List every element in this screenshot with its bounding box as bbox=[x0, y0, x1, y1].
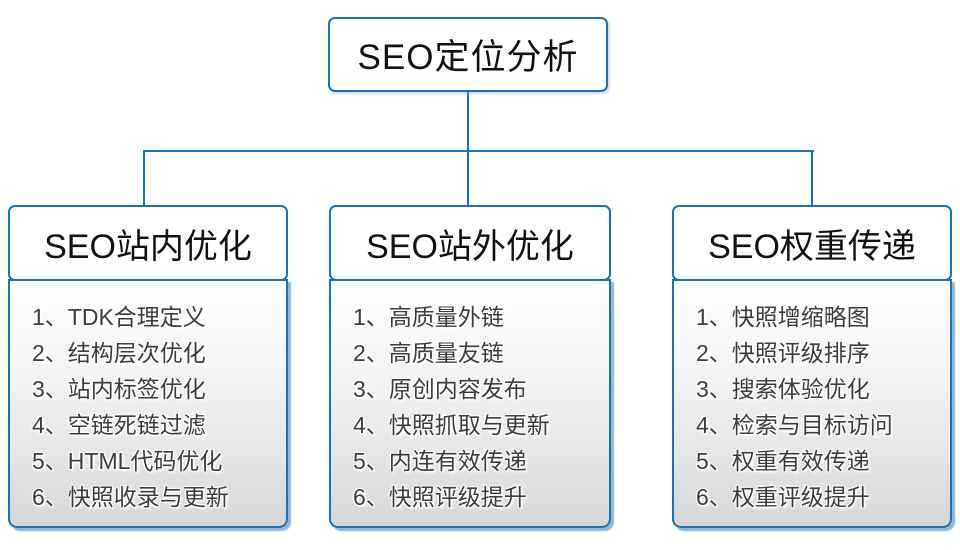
list-item: 2、结构层次优化 bbox=[32, 340, 206, 366]
branch-title-onsite: SEO站内优化 bbox=[8, 205, 288, 281]
list-item: 2、快照评级排序 bbox=[696, 340, 870, 366]
connector-root-vertical bbox=[467, 92, 469, 151]
branch-panel-offsite: 1、高质量外链 2、高质量友链 3、原创内容发布 4、快照抓取与更新 5、内连有… bbox=[329, 279, 611, 528]
branch-title-offsite: SEO站外优化 bbox=[329, 205, 611, 281]
branch-title-label: SEO站内优化 bbox=[44, 227, 252, 266]
branch-list-offsite: 1、高质量外链 2、高质量友链 3、原创内容发布 4、快照抓取与更新 5、内连有… bbox=[331, 281, 609, 515]
root-node-title: SEO定位分析 bbox=[357, 38, 579, 77]
list-item: 6、快照收录与更新 bbox=[32, 484, 229, 510]
list-item: 2、高质量友链 bbox=[353, 340, 504, 366]
list-item: 3、站内标签优化 bbox=[32, 376, 206, 402]
branch-title-weight: SEO权重传递 bbox=[672, 205, 952, 281]
list-item: 1、快照增缩略图 bbox=[696, 304, 870, 330]
list-item: 6、快照评级提升 bbox=[353, 484, 527, 510]
connector-horizontal-bus bbox=[143, 150, 814, 152]
list-item: 4、检索与目标访问 bbox=[696, 412, 893, 438]
branch-title-label: SEO权重传递 bbox=[708, 227, 916, 266]
list-item: 4、快照抓取与更新 bbox=[353, 412, 550, 438]
connector-drop-right bbox=[811, 150, 813, 206]
list-item: 5、权重有效传递 bbox=[696, 448, 870, 474]
branch-title-label: SEO站外优化 bbox=[366, 227, 574, 266]
list-item: 5、HTML代码优化 bbox=[32, 448, 223, 474]
list-item: 3、原创内容发布 bbox=[353, 376, 527, 402]
branch-panel-weight: 1、快照增缩略图 2、快照评级排序 3、搜索体验优化 4、检索与目标访问 5、权… bbox=[672, 279, 952, 528]
list-item: 6、权重评级提升 bbox=[696, 484, 870, 510]
branch-panel-onsite: 1、TDK合理定义 2、结构层次优化 3、站内标签优化 4、空链死链过滤 5、H… bbox=[8, 279, 288, 528]
list-item: 4、空链死链过滤 bbox=[32, 412, 206, 438]
branch-offsite-optimization: SEO站外优化 1、高质量外链 2、高质量友链 3、原创内容发布 4、快照抓取与… bbox=[329, 205, 611, 528]
branch-list-onsite: 1、TDK合理定义 2、结构层次优化 3、站内标签优化 4、空链死链过滤 5、H… bbox=[10, 281, 286, 515]
branch-list-weight: 1、快照增缩略图 2、快照评级排序 3、搜索体验优化 4、检索与目标访问 5、权… bbox=[674, 281, 950, 515]
branch-weight-transfer: SEO权重传递 1、快照增缩略图 2、快照评级排序 3、搜索体验优化 4、检索与… bbox=[672, 205, 952, 528]
list-item: 3、搜索体验优化 bbox=[696, 376, 870, 402]
list-item: 1、TDK合理定义 bbox=[32, 304, 206, 330]
root-node-seo-positioning: SEO定位分析 bbox=[328, 17, 608, 92]
connector-drop-left bbox=[143, 150, 145, 206]
list-item: 1、高质量外链 bbox=[353, 304, 504, 330]
connector-drop-middle bbox=[467, 150, 469, 206]
branch-onsite-optimization: SEO站内优化 1、TDK合理定义 2、结构层次优化 3、站内标签优化 4、空链… bbox=[8, 205, 288, 528]
list-item: 5、内连有效传递 bbox=[353, 448, 527, 474]
